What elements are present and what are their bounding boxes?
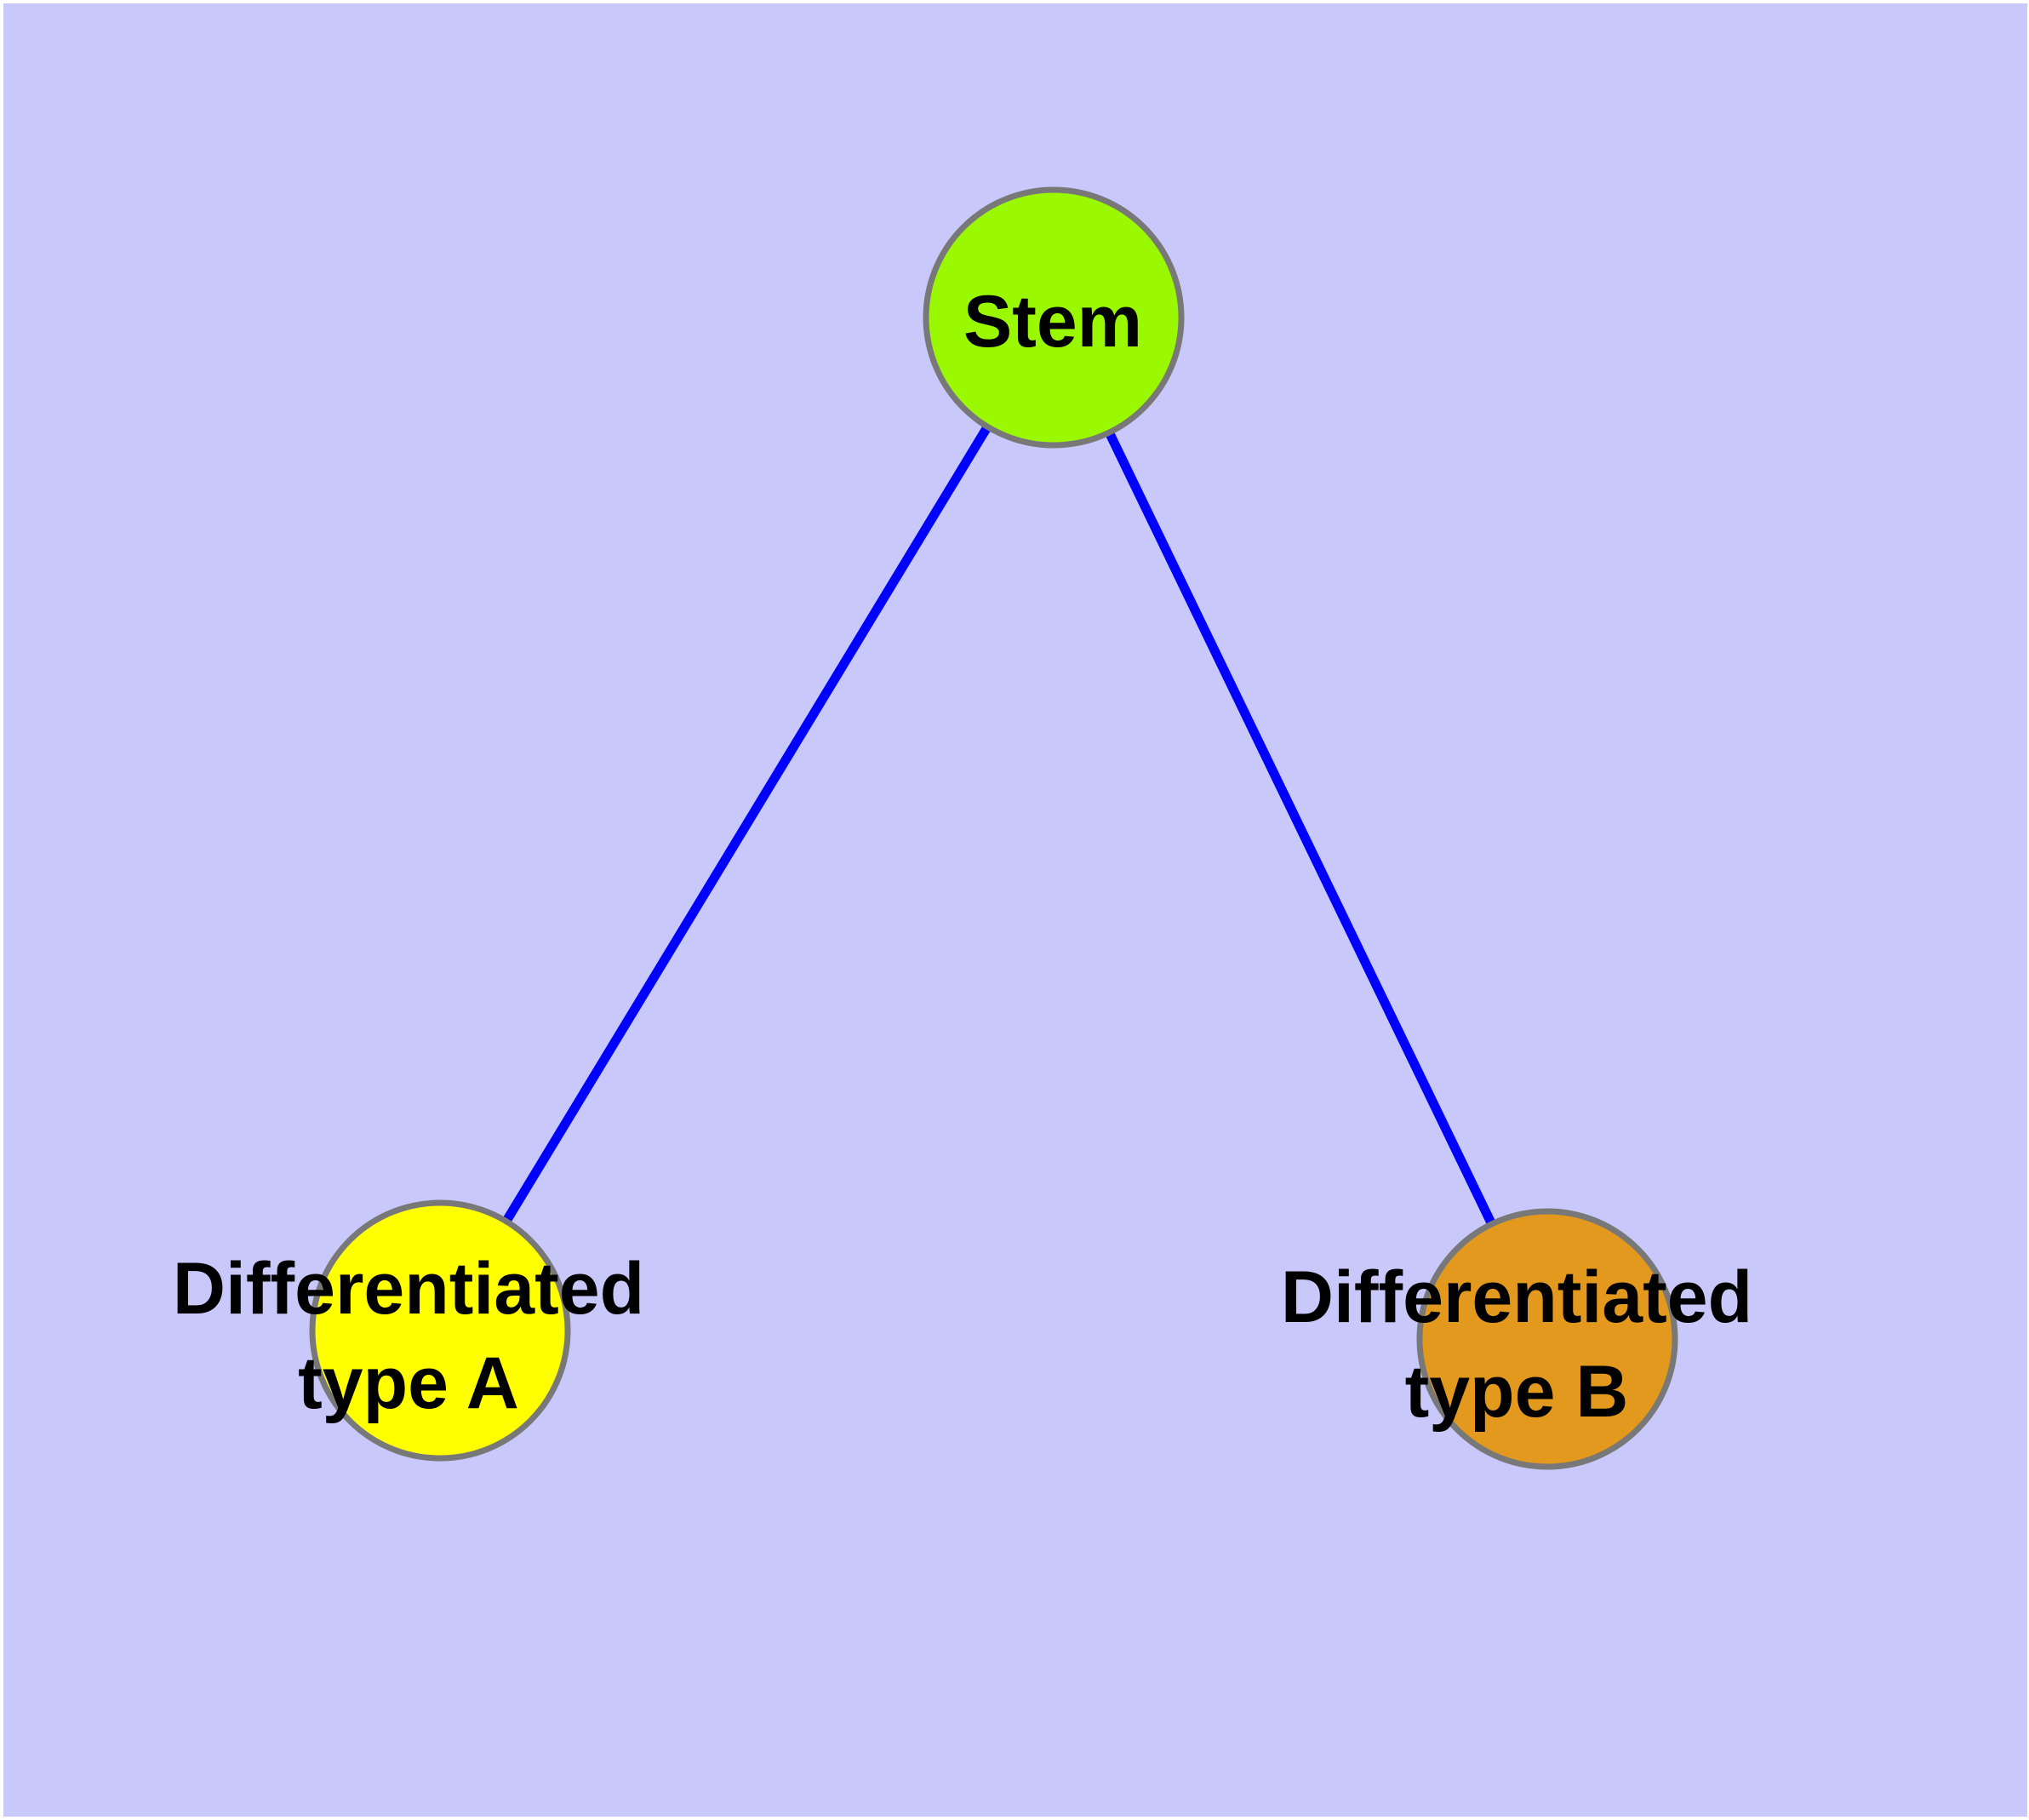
node-type-b-label-line1: Differentiated [1281,1256,1752,1338]
node-type-a-label-line1: Differentiated [173,1248,644,1330]
node-type-a-label-line2: type A [298,1342,519,1424]
edge-stem-to-type-b [1049,312,1552,1344]
node-stem [923,186,1185,449]
node-stem-label: Stem [963,281,1142,363]
edge-stem-to-type-a [435,312,1059,1336]
node-differentiated-type-b [1416,1208,1678,1470]
node-differentiated-type-a [309,1199,571,1462]
node-type-b-label-line2: type B [1405,1351,1629,1433]
